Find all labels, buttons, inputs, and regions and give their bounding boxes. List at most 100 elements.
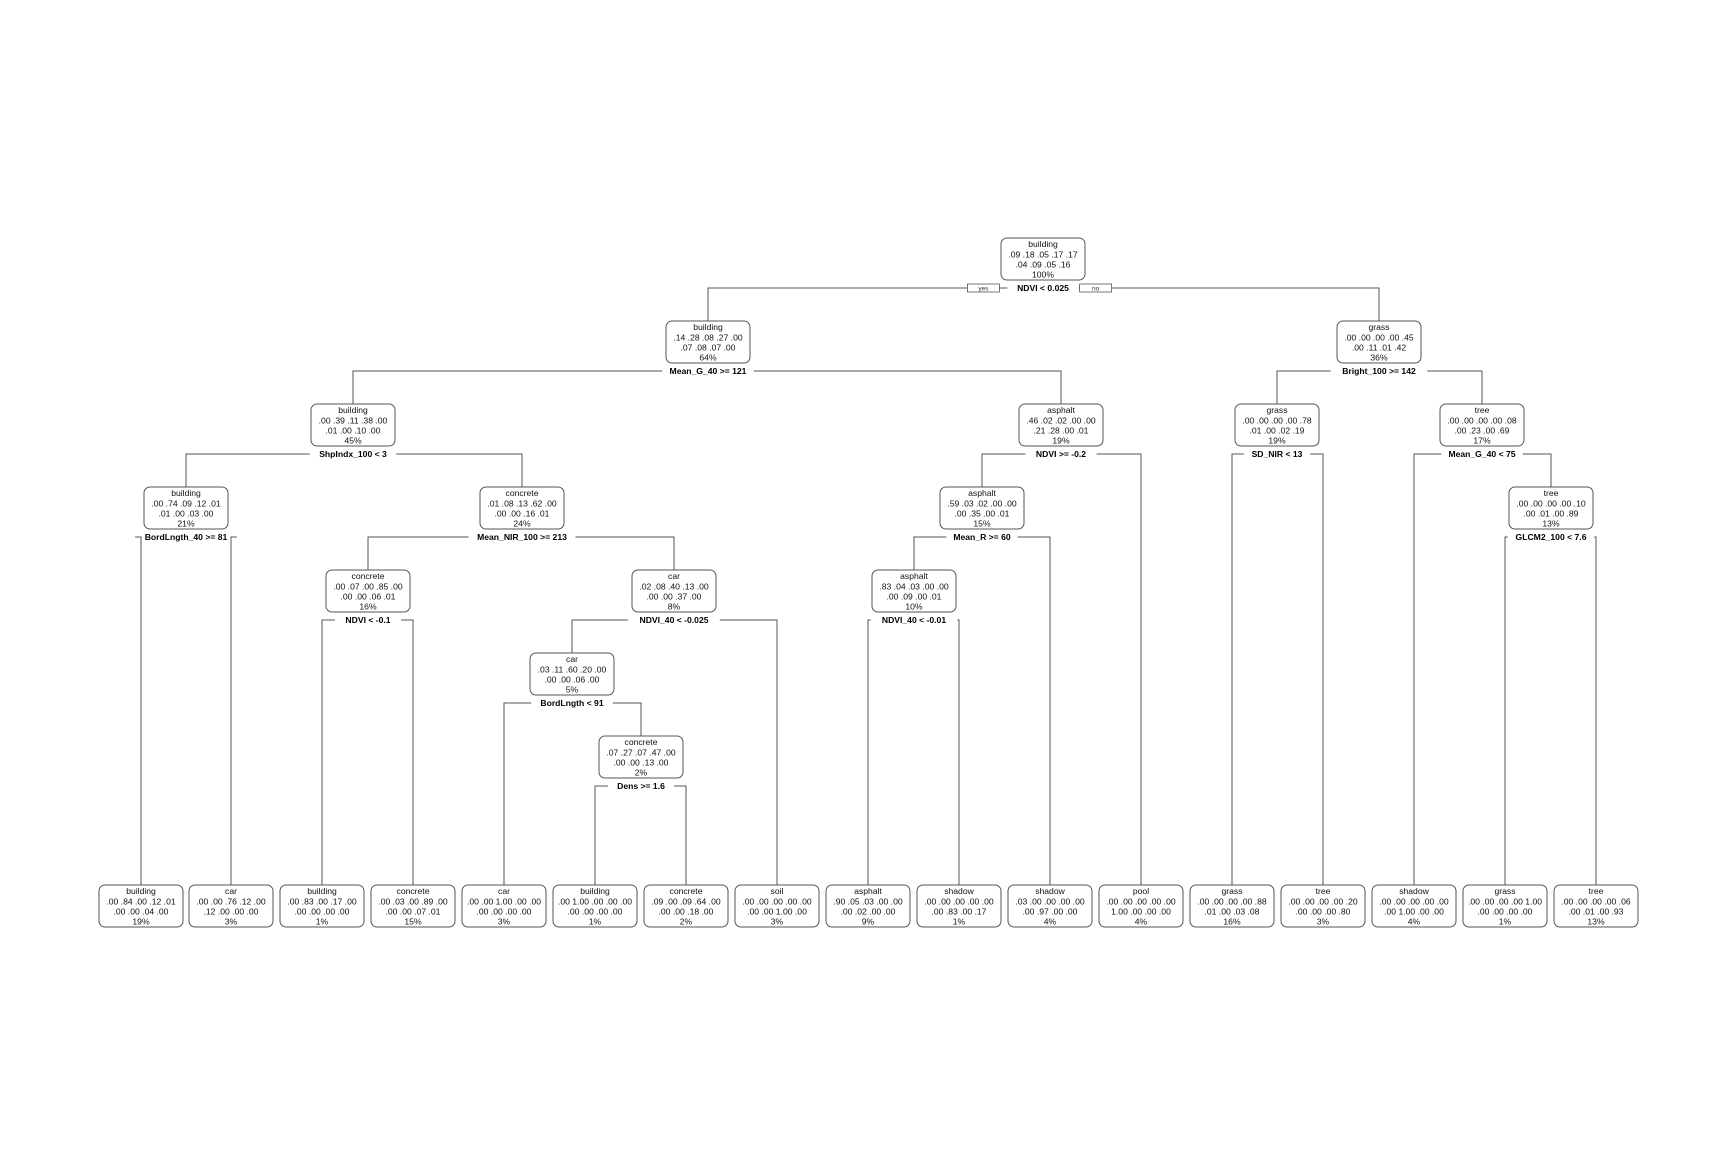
split-condition: ShpIndx_100 < 3	[319, 449, 387, 459]
node-box	[1371, 884, 1457, 928]
node-probabilities: .00 .00 .00 .00 .45	[1344, 333, 1414, 343]
leaf-node-L1: building.00 .84 .00 .12 .01.00 .00 .04 .…	[98, 884, 184, 928]
node-class-label: building	[307, 886, 337, 896]
leaf-node-L17: tree.00 .00 .00 .00 .06.00 .01 .00 .9313…	[1553, 884, 1639, 928]
split-condition: Mean_R >= 60	[953, 532, 1011, 542]
edges	[135, 287, 1597, 885]
node-percent: 24%	[513, 519, 531, 529]
node-probabilities: .00 .00 .00 .00 .20	[1288, 897, 1358, 907]
node-probabilities: .00 .83 .00 .17	[932, 907, 987, 917]
node-class-label: concrete	[625, 737, 658, 747]
node-percent: 15%	[973, 519, 991, 529]
split-node-n16: concrete.07 .27 .07 .47 .00.00 .00 .13 .…	[598, 735, 684, 791]
leaf-node-L12: pool.00 .00 .00 .00 .001.00 .00 .00 .004…	[1098, 884, 1184, 928]
node-class-label: grass	[1494, 886, 1515, 896]
node-probabilities: .00 .00 1.00 .00	[747, 907, 807, 917]
node-class-label: car	[668, 571, 680, 581]
node-probabilities: .02 .08 .40 .13 .00	[639, 582, 709, 592]
node-class-label: shadow	[1035, 886, 1065, 896]
split-node-n15: car.03 .11 .60 .20 .00.00 .00 .06 .005%B…	[529, 652, 615, 708]
node-class-label: asphalt	[1047, 405, 1075, 415]
node-box	[1280, 884, 1366, 928]
node-percent: 21%	[177, 519, 195, 529]
node-probabilities: .00 .00 .00 .00 .78	[1242, 416, 1312, 426]
split-node-n4: building.00 .39 .11 .38 .00.01 .00 .10 .…	[310, 403, 396, 459]
node-probabilities: .00 .00 .00 .00 1.00	[1468, 897, 1542, 907]
leaf-node-L10: shadow.00 .00 .00 .00 .00.00 .83 .00 .17…	[916, 884, 1002, 928]
node-probabilities: .00 .35 .00 .01	[955, 509, 1010, 519]
node-probabilities: .09 .18 .05 .17 .17	[1008, 250, 1078, 260]
edge-left	[1504, 536, 1508, 885]
node-probabilities: .00 .00 .04 .00	[114, 907, 169, 917]
node-percent: 19%	[132, 917, 150, 927]
node-probabilities: .00 .74 .09 .12 .01	[151, 499, 221, 509]
leaf-node-L5: car.00 .00 1.00 .00 .00.00 .00 .00 .003%	[461, 884, 547, 928]
split-node-n6: grass.00 .00 .00 .00 .78.01 .00 .02 .191…	[1234, 403, 1320, 459]
split-condition: NDVI_40 < -0.01	[882, 615, 946, 625]
node-box	[143, 486, 229, 530]
node-probabilities: .00 .00 .00 .00	[295, 907, 350, 917]
node-box	[825, 884, 911, 928]
node-box	[871, 569, 957, 613]
node-probabilities: .21 .28 .00 .01	[1034, 426, 1089, 436]
node-percent: 1%	[953, 917, 966, 927]
node-percent: 4%	[1408, 917, 1421, 927]
node-box	[552, 884, 638, 928]
node-probabilities: .00 1.00 .00 .00	[1384, 907, 1444, 917]
edge-left	[1276, 370, 1331, 404]
split-condition: Dens >= 1.6	[617, 781, 665, 791]
node-class-label: building	[338, 405, 368, 415]
node-probabilities: .00 .00 .00 .00 .00	[1379, 897, 1449, 907]
split-condition: BordLngth < 91	[540, 698, 603, 708]
split-condition: Mean_NIR_100 >= 213	[477, 532, 567, 542]
node-probabilities: .01 .08 .13 .62 .00	[487, 499, 557, 509]
node-probabilities: .00 .23 .00 .69	[1455, 426, 1510, 436]
split-condition: Mean_G_40 >= 121	[670, 366, 747, 376]
edge-left	[867, 619, 871, 885]
node-box	[529, 652, 615, 696]
node-probabilities: .12 .00 .00 .00	[204, 907, 259, 917]
edge-left	[1231, 453, 1244, 885]
edge-right	[1096, 453, 1142, 885]
node-box	[1439, 403, 1525, 447]
split-node-n13: car.02 .08 .40 .13 .00.00 .00 .37 .008%N…	[631, 569, 717, 625]
node-class-label: asphalt	[854, 886, 882, 896]
node-probabilities: .00 .00 .00 .00 .10	[1516, 499, 1586, 509]
branch-label-no: no	[1079, 283, 1112, 293]
node-percent: 64%	[699, 353, 717, 363]
node-probabilities: .00 .07 .00 .85 .00	[333, 582, 403, 592]
node-class-label: pool	[1133, 886, 1149, 896]
leaf-node-L11: shadow.03 .00 .00 .00 .00.00 .97 .00 .00…	[1007, 884, 1093, 928]
split-condition: Mean_G_40 < 75	[1448, 449, 1515, 459]
node-box	[1007, 884, 1093, 928]
node-probabilities: .00 .83 .00 .17 .00	[287, 897, 357, 907]
node-percent: 17%	[1473, 436, 1491, 446]
node-percent: 16%	[359, 602, 377, 612]
edge-right	[753, 370, 1062, 404]
node-percent: 1%	[1499, 917, 1512, 927]
node-box	[643, 884, 729, 928]
leaf-node-L2: car.00 .00 .76 .12 .00.12 .00 .00 .003%	[188, 884, 274, 928]
node-class-label: asphalt	[900, 571, 928, 581]
node-class-label: concrete	[397, 886, 430, 896]
node-box	[479, 486, 565, 530]
node-probabilities: .00 .00 .00 .00 .06	[1561, 897, 1631, 907]
node-box	[98, 884, 184, 928]
node-class-label: tree	[1475, 405, 1490, 415]
node-class-label: grass	[1221, 886, 1242, 896]
node-percent: 2%	[635, 768, 648, 778]
node-box	[310, 403, 396, 447]
node-percent: 13%	[1587, 917, 1605, 927]
node-class-label: building	[126, 886, 156, 896]
node-percent: 13%	[1542, 519, 1560, 529]
node-box	[1553, 884, 1639, 928]
node-probabilities: .00 .09 .00 .01	[887, 592, 942, 602]
node-probabilities: .00 .00 .37 .00	[647, 592, 702, 602]
node-probabilities: .00 .84 .00 .12 .01	[106, 897, 176, 907]
node-percent: 19%	[1052, 436, 1070, 446]
node-probabilities: .46 .02 .02 .00 .00	[1026, 416, 1096, 426]
node-box	[188, 884, 274, 928]
node-class-label: building	[693, 322, 723, 332]
nodes: building.09 .18 .05 .17 .17.04 .09 .05 .…	[98, 237, 1639, 928]
split-condition: NDVI < -0.1	[345, 615, 390, 625]
